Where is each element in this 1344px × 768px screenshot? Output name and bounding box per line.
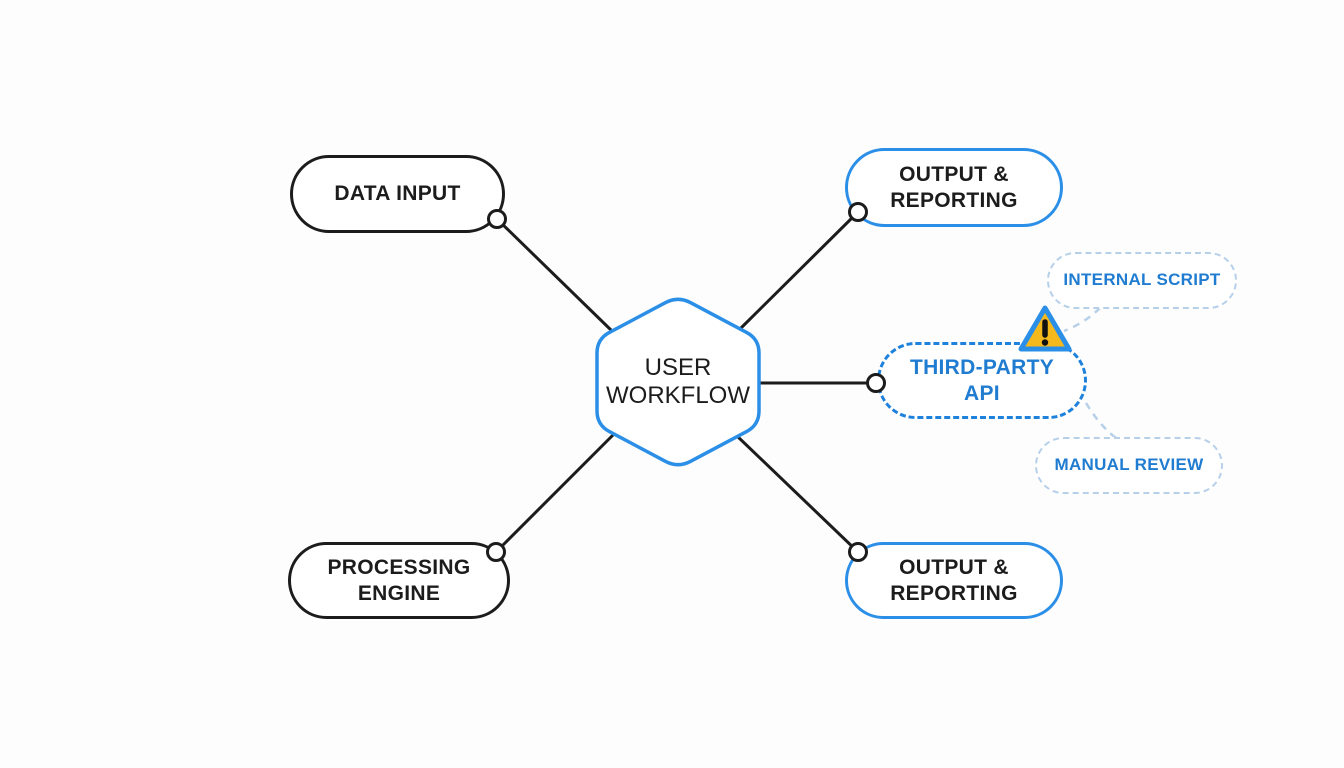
- warning-triangle-icon: [1018, 305, 1072, 352]
- node-output-reporting-bottom[interactable]: OUTPUT & REPORTING: [845, 542, 1063, 619]
- node-manual-review[interactable]: MANUAL REVIEW: [1035, 437, 1223, 494]
- node-user-workflow-label: USER WORKFLOW: [606, 354, 750, 409]
- edge-user-workflow-processing-engine: [494, 432, 616, 554]
- node-user-workflow[interactable]: USER WORKFLOW: [597, 296, 759, 468]
- node-output-reporting-top-label: OUTPUT & REPORTING: [890, 162, 1018, 212]
- node-manual-review-label: MANUAL REVIEW: [1054, 455, 1204, 475]
- node-internal-script[interactable]: INTERNAL SCRIPT: [1047, 252, 1237, 309]
- connector-dot-output-reporting-bottom: [848, 542, 868, 562]
- edge-user-workflow-output-reporting-top: [738, 210, 860, 331]
- connector-dot-data-input: [487, 209, 507, 229]
- connector-dot-output-reporting-top: [848, 202, 868, 222]
- edge-user-workflow-data-input: [495, 217, 614, 333]
- node-user-workflow-hexagon[interactable]: [595, 297, 761, 467]
- node-third-party-api[interactable]: THIRD-PARTY API: [877, 342, 1087, 419]
- edge-user-workflow-output-reporting-bottom: [735, 434, 860, 554]
- edge-third-party-api-manual-review: [1084, 402, 1117, 439]
- node-third-party-api-label: THIRD-PARTY API: [909, 355, 1055, 405]
- node-internal-script-label: INTERNAL SCRIPT: [1063, 270, 1221, 290]
- connector-dot-processing-engine: [486, 542, 506, 562]
- node-data-input[interactable]: DATA INPUT: [290, 155, 505, 233]
- node-output-reporting-bottom-label: OUTPUT & REPORTING: [890, 555, 1018, 605]
- edge-third-party-api-internal-script: [1063, 307, 1101, 333]
- node-output-reporting-top[interactable]: OUTPUT & REPORTING: [845, 148, 1063, 227]
- warning-exclamation-dot: [1041, 339, 1049, 346]
- node-processing-engine-label: PROCESSING ENGINE: [327, 555, 471, 605]
- node-data-input-label: DATA INPUT: [334, 182, 461, 206]
- connector-dot-third-party-api: [866, 373, 886, 393]
- node-processing-engine[interactable]: PROCESSING ENGINE: [288, 542, 510, 619]
